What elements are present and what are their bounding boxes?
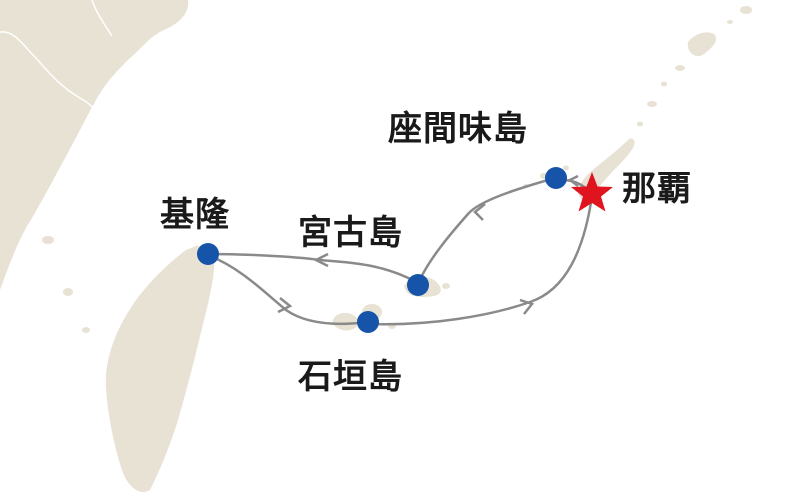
amami-island — [687, 32, 717, 57]
route-arrow — [473, 203, 486, 221]
route-arrow — [277, 297, 293, 314]
port-marker-keelung — [197, 243, 219, 265]
ryukyu-islet — [661, 81, 667, 87]
ryukyu-islet — [740, 6, 752, 14]
province-border-2 — [91, 0, 113, 37]
taiwan-island — [105, 245, 215, 492]
ryukyu-islet — [675, 65, 685, 71]
route-keelung-to-ishigaki — [209, 254, 369, 326]
coastal-islet — [63, 288, 73, 296]
route-ishigaki-to-naha — [369, 195, 594, 326]
route-miyako-to-keelung — [207, 252, 417, 284]
ryukyu-islet — [727, 20, 733, 24]
label-naha: 那覇 — [622, 169, 692, 209]
label-zamami: 座間味島 — [388, 109, 528, 149]
label-keelung: 基隆 — [160, 195, 230, 235]
coastal-islet — [82, 327, 90, 333]
route-arrow — [313, 252, 329, 268]
label-miyako: 宮古島 — [298, 213, 403, 253]
label-ishigaki: 石垣島 — [298, 357, 403, 397]
small-islet — [442, 283, 450, 289]
port-marker-miyako — [407, 274, 429, 296]
yaeyama-islands — [332, 312, 359, 331]
port-marker-zamami — [545, 167, 567, 189]
ryukyu-islet — [647, 101, 657, 107]
port-marker-ishigaki — [357, 311, 379, 333]
route-arrow — [567, 174, 579, 187]
province-border — [0, 31, 102, 201]
kerama-islet — [563, 165, 569, 171]
ryukyu-islet — [637, 121, 643, 127]
route-arrow — [519, 298, 535, 315]
coastal-islet — [42, 236, 54, 244]
star-icon — [571, 172, 613, 212]
route-zamami-to-miyako — [416, 176, 556, 285]
mainland-coast — [0, 0, 189, 290]
